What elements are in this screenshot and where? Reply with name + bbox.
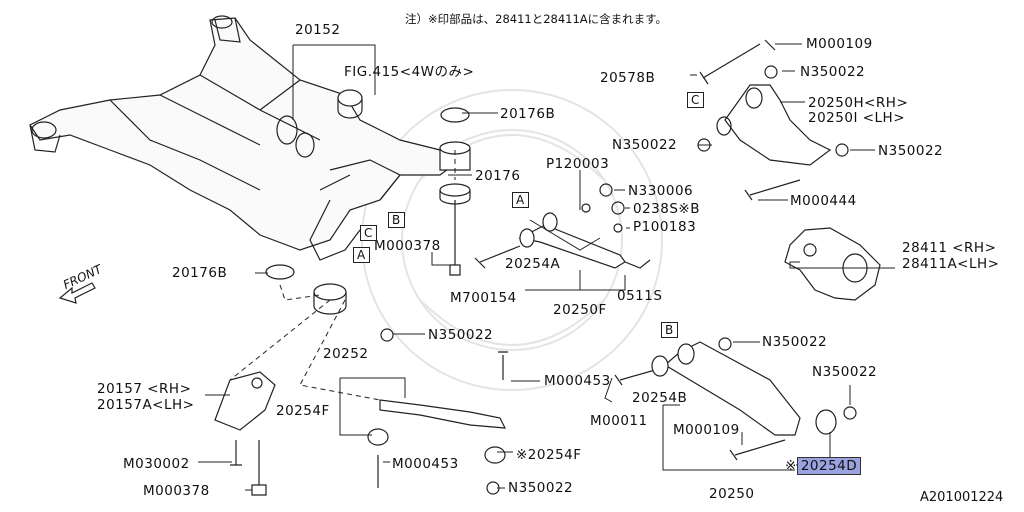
part-label-20152[interactable]: 20152 (295, 22, 341, 38)
upper-arm (716, 84, 832, 166)
reference-code: A201001224 (920, 490, 1004, 505)
bushing-parts (265, 89, 471, 315)
part-label-20578b[interactable]: 20578B (600, 70, 656, 86)
highlighted-part-label[interactable]: ※20254D (785, 457, 862, 475)
part-label-n350022-f[interactable]: N350022 (812, 364, 878, 380)
part-label-n350022-d[interactable]: N350022 (428, 327, 494, 343)
part-label-m000453-top[interactable]: M000453 (544, 373, 611, 389)
part-label-m000109-top[interactable]: M000109 (806, 36, 873, 52)
bracket (214, 371, 276, 431)
subframe-crossmember (29, 15, 462, 261)
part-label-20250h[interactable]: 20250H<RH> (808, 95, 909, 111)
callout-box-a: A (353, 247, 370, 263)
part-label-n350022-a[interactable]: N350022 (800, 64, 866, 80)
part-label-20252[interactable]: 20252 (323, 346, 369, 362)
trailing-link (651, 341, 837, 436)
part-label-n350022-b[interactable]: N350022 (612, 137, 678, 153)
part-label-20157[interactable]: 20157 <RH> (97, 381, 192, 397)
part-label-0238s[interactable]: 0238S※B (633, 201, 700, 217)
callout-box-b: B (661, 322, 678, 338)
part-label-20254a[interactable]: 20254A (505, 256, 561, 272)
callout-box-c: C (687, 92, 704, 108)
part-label-20250[interactable]: 20250 (709, 486, 755, 502)
part-label-m000444[interactable]: M000444 (790, 193, 857, 209)
part-label-m00011[interactable]: M00011 (590, 413, 648, 429)
part-label-20254f-mid[interactable]: ※20254F (516, 447, 582, 463)
part-label-20176b-top[interactable]: 20176B (500, 106, 556, 122)
part-label-20254f-left[interactable]: 20254F (276, 403, 330, 419)
highlighted-prefix: ※ (785, 458, 797, 474)
part-label-20176b-left[interactable]: 20176B (172, 265, 228, 281)
front-arrow-icon (58, 282, 96, 304)
part-label-20157a[interactable]: 20157A<LH> (97, 397, 195, 413)
part-label-m000453-bot[interactable]: M000453 (392, 456, 459, 472)
part-label-fig415[interactable]: FIG.415<4Wのみ> (344, 64, 475, 80)
part-label-n350022-g[interactable]: N350022 (508, 480, 574, 496)
watermark (361, 89, 663, 391)
part-label-n350022-c[interactable]: N350022 (878, 143, 944, 159)
highlighted-part-20254d[interactable]: 20254D (796, 457, 862, 475)
part-label-0511s[interactable]: 0511S (617, 288, 663, 304)
bolt-parts (230, 39, 801, 496)
callout-box-b: B (388, 212, 405, 228)
rear-link (367, 399, 507, 464)
callout-box-c: C (360, 225, 377, 241)
part-label-20250i[interactable]: 20250I <LH> (808, 110, 906, 126)
part-label-n330006[interactable]: N330006 (628, 183, 694, 199)
part-label-n350022-e[interactable]: N350022 (762, 334, 828, 350)
part-label-20176[interactable]: 20176 (475, 168, 521, 184)
part-label-20250f[interactable]: 20250F (553, 302, 607, 318)
part-label-20254b[interactable]: 20254B (632, 390, 688, 406)
part-label-28411[interactable]: 28411 <RH> (902, 240, 997, 256)
callout-box-a: A (512, 192, 529, 208)
part-label-m700154[interactable]: M700154 (450, 290, 517, 306)
dashed-leaders (229, 150, 456, 401)
leader-lines (198, 43, 895, 491)
part-label-28411a[interactable]: 28411A<LH> (902, 256, 1000, 272)
part-label-p120003[interactable]: P120003 (546, 156, 610, 172)
part-label-p100183[interactable]: P100183 (633, 219, 697, 235)
part-label-m030002[interactable]: M030002 (123, 456, 190, 472)
lateral-link (518, 212, 651, 269)
knuckle (784, 227, 881, 301)
parts-note: 注）※印部品は、28411と28411Aに含まれます。 (405, 12, 668, 26)
part-label-m000378-mid[interactable]: M000378 (374, 238, 441, 254)
part-label-m000109-bot[interactable]: M000109 (673, 422, 740, 438)
part-label-m000378-bot[interactable]: M000378 (143, 483, 210, 499)
